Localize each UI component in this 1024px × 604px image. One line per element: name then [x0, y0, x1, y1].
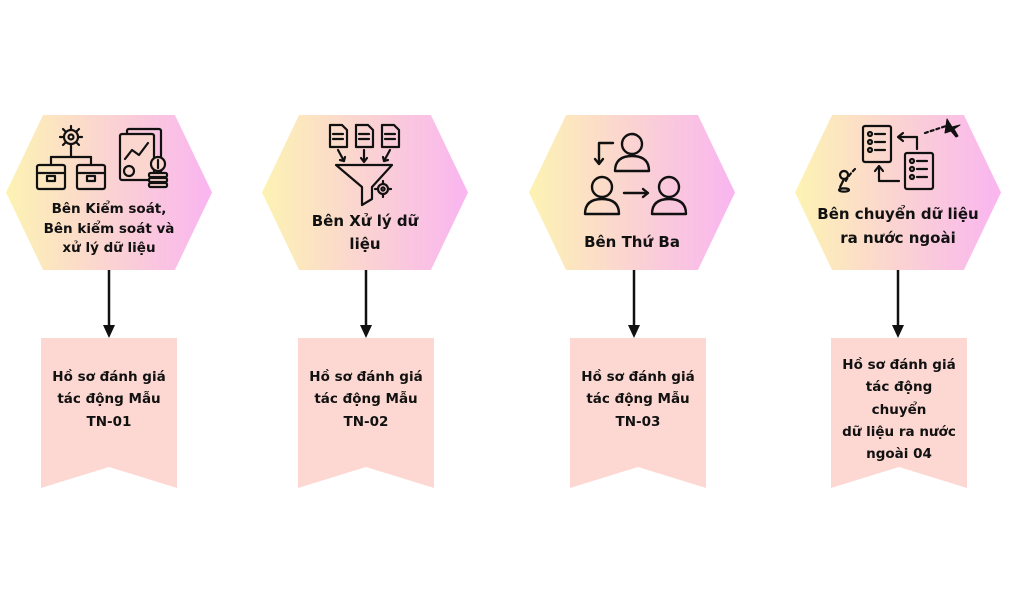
banner-line: ngoài 04	[866, 446, 932, 463]
hexagon-title: Bên Thứ Ba	[529, 232, 735, 254]
banner-line: Hồ sơ đánh giá	[52, 369, 166, 385]
banner-text: Hồ sơ đánh giá tác động chuyển dữ liệu r…	[837, 354, 961, 465]
banner-line: Hồ sơ đánh giá	[309, 369, 423, 385]
hexagon-title: Bên Xử lý dữ liệu	[262, 210, 468, 257]
title-line: ra nước ngoài	[840, 229, 956, 247]
title-line: Bên kiểm soát và	[43, 220, 175, 237]
down-arrow-icon	[103, 270, 115, 338]
banner-text: Hồ sơ đánh giá tác động Mẫu TN-01	[47, 366, 171, 433]
document-banner-tn03: Hồ sơ đánh giá tác động Mẫu TN-03	[570, 338, 706, 488]
banner-line: tác động Mẫu	[586, 391, 690, 408]
controller-processor-icon	[35, 124, 169, 191]
hexagon-overseas-transfer: Bên chuyển dữ liệu ra nước ngoài	[795, 115, 1001, 270]
hexagon-controller: Bên Kiểm soát, Bên kiểm soát và xử lý dữ…	[6, 115, 212, 270]
document-banner-tn01: Hồ sơ đánh giá tác động Mẫu TN-01	[41, 338, 177, 488]
down-arrow-icon	[892, 270, 904, 338]
third-party-users-icon	[583, 132, 688, 216]
hexagon-third-party: Bên Thứ Ba	[529, 115, 735, 270]
down-arrow-icon	[628, 270, 640, 338]
hexagon-processor: Bên Xử lý dữ liệu	[262, 115, 468, 270]
down-arrow-icon	[360, 270, 372, 338]
hexagon-title: Bên chuyển dữ liệu ra nước ngoài	[795, 202, 1001, 250]
banner-line: dữ liệu ra nước	[842, 423, 956, 440]
overseas-transfer-icon	[837, 118, 961, 193]
title-line: Bên chuyển dữ liệu	[817, 205, 979, 223]
title-line: Bên Kiểm soát,	[51, 201, 167, 217]
title-line: Bên Xử lý dữ	[311, 212, 419, 230]
banner-line: TN-01	[86, 413, 132, 430]
title-line: Bên Thứ Ba	[584, 233, 680, 251]
hexagon-title: Bên Kiểm soát, Bên kiểm soát và xử lý dữ…	[6, 200, 212, 259]
banner-text: Hồ sơ đánh giá tác động Mẫu TN-02	[304, 366, 428, 433]
banner-line: tác động chuyển	[865, 379, 933, 418]
banner-line: tác động Mẫu	[57, 391, 161, 408]
title-line: xử lý dữ liệu	[62, 240, 156, 257]
banner-line: Hồ sơ đánh giá	[842, 357, 956, 373]
title-line: liệu	[349, 235, 381, 254]
banner-line: TN-03	[615, 413, 661, 430]
banner-line: Hồ sơ đánh giá	[581, 369, 695, 385]
banner-text: Hồ sơ đánh giá tác động Mẫu TN-03	[576, 366, 700, 433]
banner-line: tác động Mẫu	[314, 391, 418, 408]
document-funnel-icon	[328, 123, 401, 207]
document-banner-04: Hồ sơ đánh giá tác động chuyển dữ liệu r…	[831, 338, 967, 488]
document-banner-tn02: Hồ sơ đánh giá tác động Mẫu TN-02	[298, 338, 434, 488]
banner-line: TN-02	[343, 413, 389, 430]
